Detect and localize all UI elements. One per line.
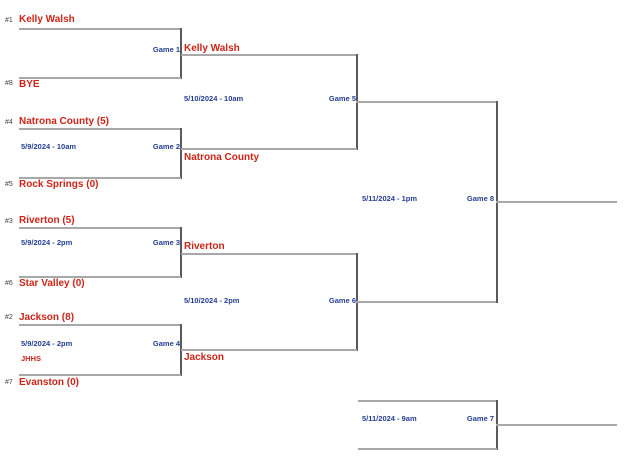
winner-game4: Jackson: [184, 352, 225, 363]
team-star-valley: Star Valley (0): [19, 278, 85, 289]
connector-line: [181, 54, 357, 56]
seed-3: #3: [5, 218, 13, 225]
game2-label: Game 2: [152, 142, 180, 151]
connector-line: [19, 374, 181, 376]
team-riverton: Riverton (5): [19, 215, 75, 226]
seed-2: #2: [5, 314, 13, 321]
connector-line: [180, 128, 182, 179]
seed-5: #5: [5, 181, 13, 188]
connector-line: [181, 253, 357, 255]
connector-line: [180, 28, 182, 79]
connector-line: [356, 301, 497, 303]
game2-date: 5/9/2024 - 10am: [21, 142, 77, 151]
game4-label: Game 4: [152, 339, 180, 348]
game3-date: 5/9/2024 - 2pm: [21, 238, 73, 247]
winner-game3: Riverton: [184, 241, 225, 252]
game7-label: Game 7: [466, 414, 494, 423]
game5-label: Game 5: [328, 94, 356, 103]
connector-line: [358, 400, 497, 402]
connector-line: [19, 128, 181, 130]
game5-date: 5/10/2024 - 10am: [184, 94, 244, 103]
game3-label: Game 3: [152, 238, 180, 247]
champion-line: [496, 201, 617, 203]
game4-venue: JHHS: [21, 354, 42, 363]
team-kelly-walsh: Kelly Walsh: [19, 14, 75, 25]
connector-line: [356, 101, 497, 103]
game8-label: Game 8: [466, 194, 494, 203]
team-natrona-county: Natrona County (5): [19, 116, 109, 127]
game1-label: Game 1: [152, 45, 180, 54]
winner-game1: Kelly Walsh: [184, 43, 240, 54]
seed-6: #6: [5, 280, 13, 287]
seed-8: #8: [5, 80, 13, 87]
team-jackson: Jackson (8): [19, 312, 75, 323]
connector-line: [19, 177, 181, 179]
connector-line: [19, 324, 181, 326]
connector-line: [19, 227, 181, 229]
game6-label: Game 6: [328, 296, 356, 305]
winner-game2: Natrona County: [184, 152, 259, 163]
connector-line: [181, 148, 357, 150]
team-evanston: Evanston (0): [19, 377, 80, 388]
connector-line: [181, 349, 357, 351]
team-bye: BYE: [19, 79, 40, 90]
team-rock-springs: Rock Springs (0): [19, 179, 99, 190]
game7-date: 5/11/2024 - 9am: [362, 414, 417, 423]
connector-line: [180, 227, 182, 278]
game8-date: 5/11/2024 - 1pm: [362, 194, 418, 203]
connector-line: [19, 28, 181, 30]
seed-7: #7: [5, 379, 13, 386]
connector-line: [19, 276, 181, 278]
connector-line: [358, 448, 497, 450]
seed-1: #1: [5, 17, 13, 24]
connector-line: [19, 77, 181, 79]
game6-date: 5/10/2024 - 2pm: [184, 296, 240, 305]
seed-4: #4: [5, 119, 13, 126]
game4-date: 5/9/2024 - 2pm: [21, 339, 73, 348]
consolation-winner-line: [496, 424, 617, 426]
